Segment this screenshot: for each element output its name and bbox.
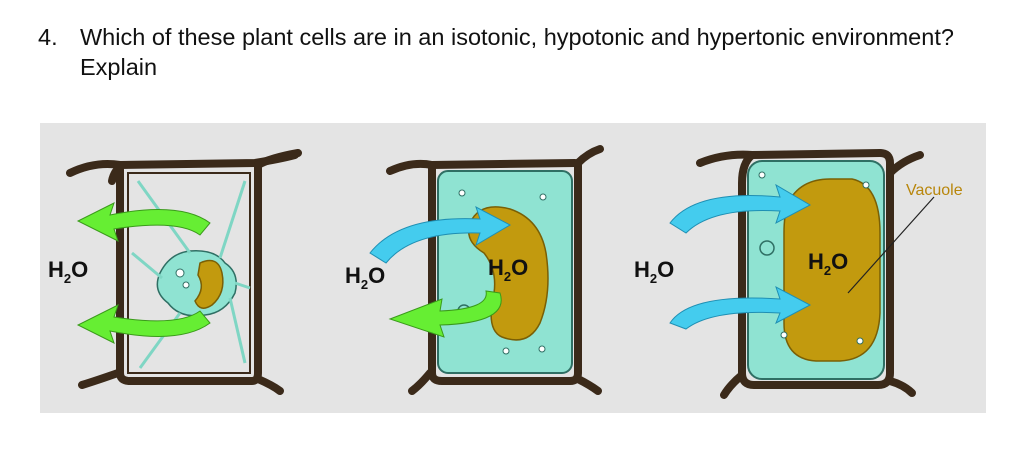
question-text: Which of these plant cells are in an iso… <box>80 24 954 80</box>
cell-1-water-label: H2O <box>48 257 88 286</box>
cell-3-organelle <box>759 240 775 256</box>
cell-2-organelle <box>502 347 510 355</box>
cell-2: H2O H2O <box>345 145 604 395</box>
cell-2-arrow-out <box>388 290 502 338</box>
cell-3-vacuole <box>783 178 881 362</box>
osmosis-diagram: H2O <box>40 123 986 413</box>
cell-2-organelle <box>539 193 547 201</box>
question-number: 4. <box>38 24 58 50</box>
cell-2-organelle <box>538 345 546 353</box>
cell-3: H2O H2O Vacuole <box>634 149 963 399</box>
diagram-svg: H2O <box>40 123 986 413</box>
cell-1-vacuole <box>194 259 224 309</box>
cell-2-inner-water-label: H2O <box>488 255 528 284</box>
cell-3-water-label: H2O <box>634 257 674 286</box>
vacuole-pointer-line <box>847 196 935 294</box>
cell-3-organelle <box>780 331 788 339</box>
cell-1-organelle <box>182 281 190 289</box>
cell-2-arrow-in <box>369 205 512 264</box>
cell-1: H2O <box>48 149 302 395</box>
cell-1-arrow-out-bottom <box>76 304 211 344</box>
cell-1-wall <box>66 149 302 395</box>
cell-3-organelle <box>862 181 870 189</box>
cell-2-vacuole <box>467 206 549 341</box>
vacuole-label: Vacuole <box>906 182 963 199</box>
cell-1-organelle <box>175 268 185 278</box>
cell-1-inner-wall <box>127 172 251 374</box>
cell-3-wall <box>696 149 924 399</box>
cell-2-wall <box>386 145 604 395</box>
cell-2-organelle <box>458 189 466 197</box>
cell-3-organelle <box>856 337 864 345</box>
cell-3-inner-water-label: H2O <box>808 249 848 278</box>
cell-3-arrow-in-bottom <box>669 285 812 330</box>
cell-1-arrow-out-top <box>76 202 211 242</box>
cell-3-arrow-in-top <box>669 183 812 234</box>
cell-3-organelle <box>758 171 766 179</box>
cell-2-water-label: H2O <box>345 263 385 292</box>
